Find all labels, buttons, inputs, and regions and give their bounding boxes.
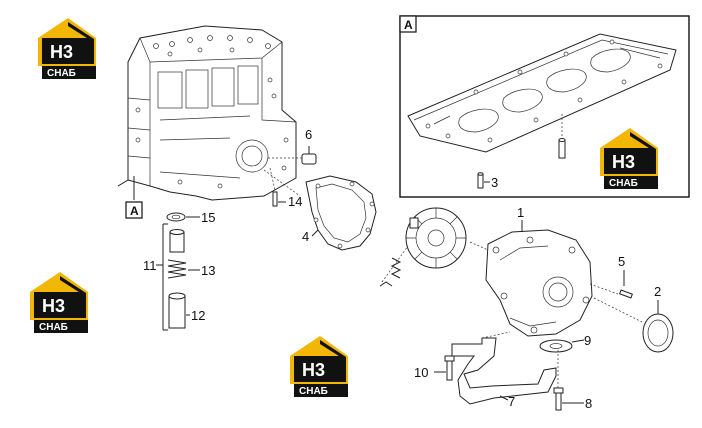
detail-view-label: A <box>404 18 413 32</box>
section-marker-a: A <box>125 176 143 219</box>
callout-14: 14 <box>288 194 302 209</box>
svg-text:СНАБ: СНАБ <box>39 322 68 333</box>
callout-8: 8 <box>585 396 592 411</box>
svg-text:H3: H3 <box>50 42 73 62</box>
watermark-logo: H3 СНАБ <box>30 272 88 333</box>
part-3-dowel: 3 <box>477 172 498 190</box>
callout-15: 15 <box>201 210 215 225</box>
svg-text:СНАБ: СНАБ <box>299 386 328 397</box>
watermark-logo: H3 СНАБ <box>290 336 348 397</box>
watermark-logo: H3 СНАБ <box>600 128 658 189</box>
svg-text:СНАБ: СНАБ <box>47 68 76 79</box>
callout-12: 12 <box>191 308 205 323</box>
callout-1: 1 <box>517 205 524 220</box>
section-marker-label: A <box>130 204 139 218</box>
callout-9: 9 <box>584 333 591 348</box>
engine-block <box>117 25 301 201</box>
callout-5: 5 <box>618 254 625 269</box>
oil-pump-rotor <box>379 207 467 287</box>
callout-7: 7 <box>508 394 515 409</box>
part-5-bolt: 5 <box>589 254 633 299</box>
callout-2: 2 <box>654 284 661 299</box>
callout-10: 10 <box>414 365 428 380</box>
watermark-logo: H3 СНАБ <box>38 18 96 79</box>
svg-text:СНАБ: СНАБ <box>609 178 638 189</box>
part-9-gasket: 9 <box>539 333 591 353</box>
part-8-bolt: 8 <box>553 350 592 411</box>
dowel-pin-long <box>558 114 566 159</box>
callout-11: 11 <box>143 258 157 273</box>
part-10-bolt: 10 <box>414 355 455 381</box>
callout-4: 4 <box>302 229 309 244</box>
detail-view-a: A 3 <box>399 15 690 198</box>
callout-13: 13 <box>201 263 215 278</box>
relief-valve-stack: 11 15 13 12 <box>143 210 215 331</box>
callout-3: 3 <box>491 175 498 190</box>
svg-text:H3: H3 <box>42 296 65 316</box>
callout-6: 6 <box>305 127 312 142</box>
svg-text:H3: H3 <box>302 360 325 380</box>
part-14-dowel: 14 <box>269 167 302 209</box>
part-6-plug: 6 <box>268 127 317 165</box>
part-1-oil-pump-housing: 1 <box>469 205 593 337</box>
head-gasket <box>407 33 677 153</box>
block-surface-holes <box>135 35 289 189</box>
part-4-gasket: 4 <box>302 175 377 251</box>
svg-text:H3: H3 <box>612 152 635 172</box>
part-7-strainer-tube: 7 <box>451 331 557 409</box>
part-2-seal: 2 <box>593 284 674 353</box>
